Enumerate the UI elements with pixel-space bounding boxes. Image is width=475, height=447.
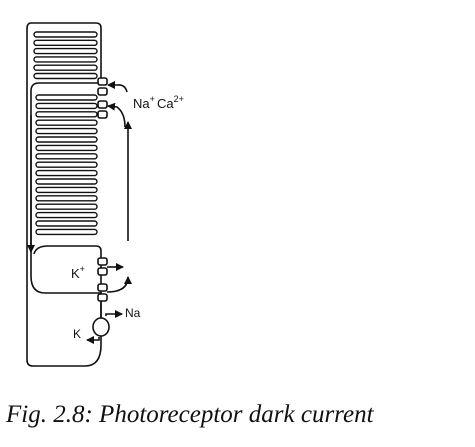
na-pump-arrow bbox=[105, 310, 123, 318]
membrane-disc bbox=[35, 127, 98, 135]
membrane-disc bbox=[35, 169, 98, 177]
membrane-disc bbox=[35, 119, 98, 126]
leak-channel bbox=[97, 283, 108, 302]
label-na-top: Na+ bbox=[133, 94, 155, 111]
membrane-disc bbox=[35, 211, 98, 219]
k-channel bbox=[97, 257, 108, 276]
efflux-arrow-lower bbox=[106, 276, 132, 293]
membrane-disc bbox=[35, 195, 98, 202]
membrane-disc bbox=[33, 56, 98, 63]
figure-caption: Fig. 2.8: Photoreceptor dark current bbox=[6, 401, 374, 428]
membrane-disc bbox=[35, 203, 98, 210]
disc-stack bbox=[33, 31, 98, 236]
na-k-pump bbox=[92, 317, 110, 337]
membrane-disc bbox=[35, 102, 98, 110]
inner-segment-boundary bbox=[33, 245, 102, 293]
membrane-disc bbox=[35, 186, 98, 194]
membrane-disc bbox=[33, 64, 98, 71]
membrane-disc bbox=[35, 144, 98, 152]
membrane-disc bbox=[35, 220, 98, 227]
k-pump-arrow bbox=[86, 336, 100, 344]
membrane-disc bbox=[35, 153, 98, 160]
channel-upper bbox=[97, 77, 108, 96]
photoreceptor-diagram: Na+ Ca2+ K+ Na K bbox=[26, 22, 184, 367]
influx-arrow-upper bbox=[107, 81, 128, 93]
membrane-disc bbox=[33, 72, 98, 80]
label-k-pump: K bbox=[73, 327, 81, 341]
label-na-pump: Na bbox=[125, 306, 141, 320]
membrane-disc bbox=[35, 178, 98, 185]
membrane-disc bbox=[33, 47, 98, 55]
label-k-inner: K+ bbox=[71, 264, 85, 281]
membrane-disc bbox=[33, 39, 98, 46]
membrane-disc bbox=[35, 136, 98, 143]
influx-arrow-lower bbox=[107, 102, 126, 128]
membrane-disc bbox=[35, 94, 98, 101]
cell-membrane-outline bbox=[26, 22, 102, 367]
membrane-disc bbox=[35, 228, 98, 236]
label-ca-top: Ca2+ bbox=[157, 94, 184, 111]
channel-lower bbox=[97, 100, 108, 119]
membrane-disc bbox=[35, 111, 98, 118]
membrane-disc bbox=[35, 161, 98, 168]
membrane-disc bbox=[33, 31, 98, 38]
